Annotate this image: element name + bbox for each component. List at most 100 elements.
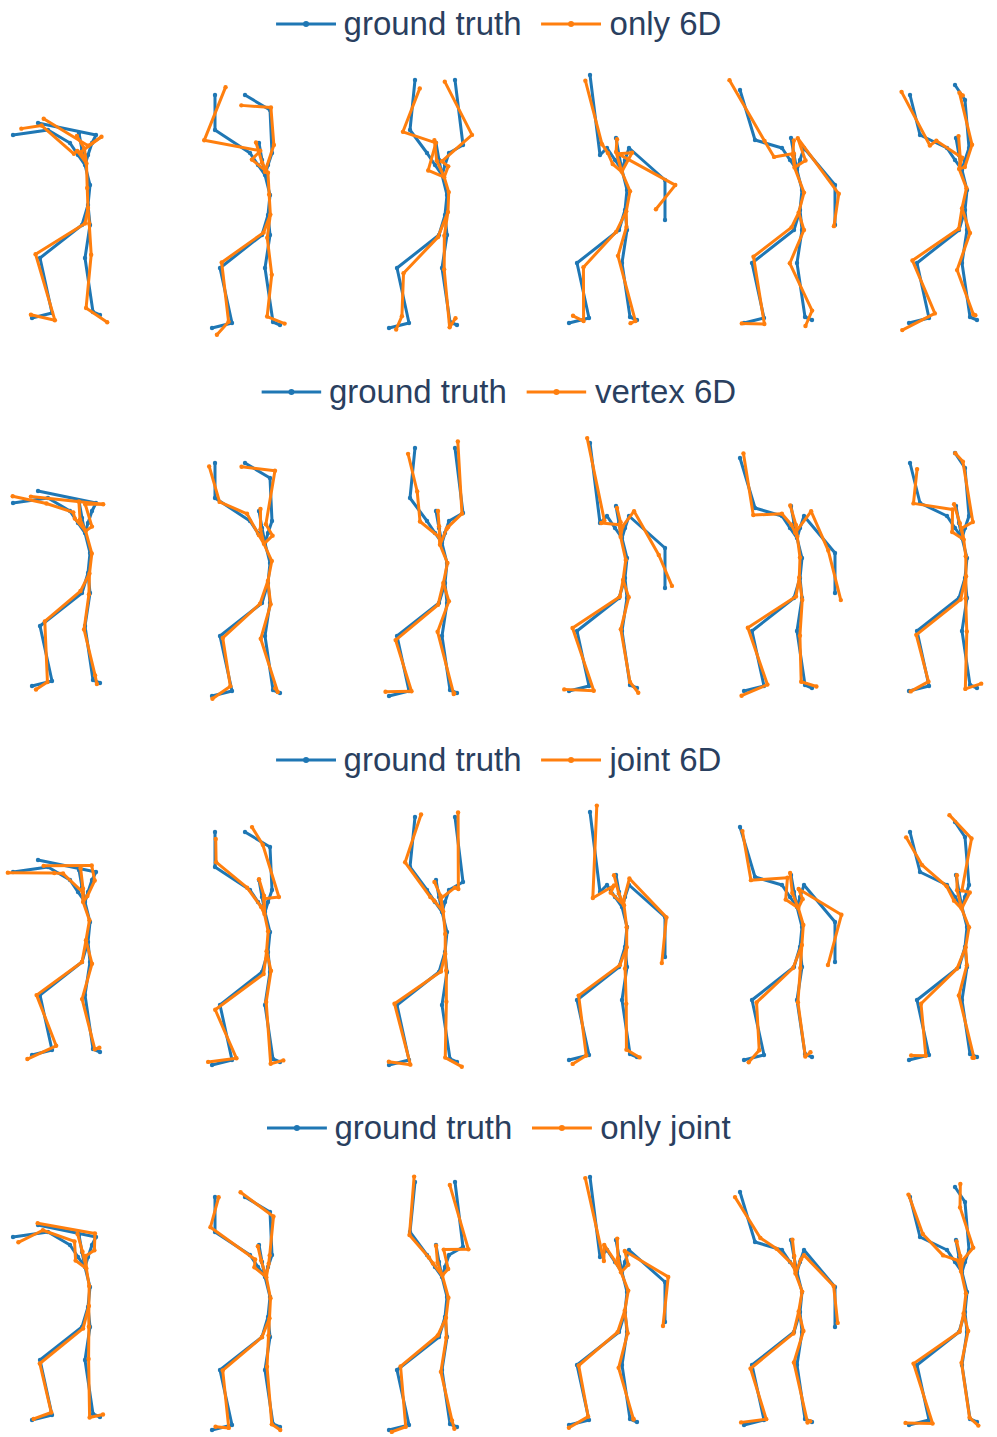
bone-line	[271, 108, 274, 146]
joint-dot	[602, 519, 606, 523]
bone-line	[795, 511, 811, 532]
joint-dot	[52, 871, 56, 875]
joint-dot	[814, 684, 818, 688]
joint-dot	[258, 527, 262, 531]
bone-line	[396, 640, 412, 691]
joint-dot	[616, 1366, 620, 1370]
joint-dot	[81, 890, 85, 894]
bone-line	[774, 154, 794, 157]
bone-line	[962, 208, 970, 233]
joint-dot	[250, 825, 254, 829]
joint-dot	[967, 883, 971, 887]
joint-dot	[792, 1360, 796, 1364]
joint-dot	[801, 923, 805, 927]
bone-line	[457, 812, 460, 889]
bone-line	[951, 510, 954, 532]
joint-dot	[101, 502, 105, 506]
bone-line	[963, 1248, 973, 1260]
joint-dot	[268, 193, 272, 197]
bone-line	[87, 1306, 90, 1327]
joint-dot	[432, 880, 436, 884]
bone-line	[266, 1277, 270, 1298]
joint-dot	[50, 679, 54, 683]
joint-dot	[795, 629, 799, 633]
joint-dot	[267, 192, 271, 196]
bone-line	[434, 882, 440, 896]
joint-dot	[261, 972, 265, 976]
joint-dot	[615, 1330, 619, 1334]
bone-line	[386, 690, 412, 694]
joint-dot	[415, 489, 419, 493]
joint-dot	[258, 602, 262, 606]
joint-dot	[437, 524, 441, 528]
joint-dot	[933, 311, 937, 315]
joint-dot	[39, 123, 43, 127]
joint-dot	[979, 681, 983, 685]
bone-line	[917, 631, 929, 686]
joint-dot	[797, 575, 801, 579]
joint-dot	[434, 159, 438, 163]
joint-dot	[800, 1289, 804, 1293]
joint-dot	[798, 633, 802, 637]
bone-line	[40, 1363, 51, 1412]
joint-dot	[408, 496, 412, 500]
ground-truth-skeleton	[387, 446, 465, 698]
joint-dot	[78, 517, 82, 521]
joint-dot	[624, 225, 628, 229]
joint-dot	[72, 152, 76, 156]
joint-dot	[907, 1058, 911, 1062]
bone-line	[267, 951, 271, 971]
joint-dot	[954, 873, 958, 877]
bone-line	[961, 1271, 966, 1293]
joint-dot	[628, 321, 632, 325]
joint-dot	[624, 209, 628, 213]
joint-dot	[810, 308, 814, 312]
joint-dot	[965, 629, 969, 633]
bone-line	[564, 689, 594, 690]
bone-line	[656, 185, 675, 209]
predicted-skeleton	[739, 451, 843, 698]
joint-dot	[911, 501, 915, 505]
bone-line	[902, 92, 930, 146]
bone-line	[798, 1002, 805, 1056]
bone-line	[27, 1046, 56, 1059]
joint-dot	[234, 1056, 238, 1060]
joint-dot	[230, 689, 234, 693]
joint-dot	[36, 489, 40, 493]
bone-line	[828, 551, 841, 601]
joint-dot	[223, 85, 227, 89]
joint-dot	[259, 637, 263, 641]
bone-line	[959, 996, 974, 1058]
joint-dot	[413, 446, 417, 450]
bone-line	[89, 1359, 90, 1417]
bone-line	[966, 598, 967, 631]
joint-dot	[81, 1326, 85, 1330]
bone-line	[960, 1207, 973, 1247]
joint-dot	[833, 960, 837, 964]
bone-line	[8, 871, 54, 874]
bone-line	[585, 81, 602, 145]
bone-line	[790, 505, 796, 524]
joint-dot	[41, 864, 45, 868]
bone-line	[757, 968, 794, 1002]
bone-line	[222, 233, 264, 263]
bone-line	[957, 947, 966, 968]
joint-dot	[605, 883, 609, 887]
bone-line	[268, 173, 269, 195]
joint-dot	[273, 469, 277, 473]
bone-line	[740, 90, 755, 140]
bone-line	[220, 502, 247, 514]
bone-line	[38, 860, 96, 872]
joint-dot	[432, 898, 436, 902]
bone-line	[798, 908, 803, 925]
bone-line	[962, 1331, 969, 1363]
joint-dot	[456, 887, 460, 891]
bone-line	[212, 1425, 232, 1430]
bone-line	[87, 881, 94, 896]
joint-dot	[581, 265, 585, 269]
bone-line	[89, 224, 91, 255]
joint-dot	[971, 520, 975, 524]
joint-dot	[780, 883, 784, 887]
joint-dot	[446, 1267, 450, 1271]
joint-dot	[968, 231, 972, 235]
